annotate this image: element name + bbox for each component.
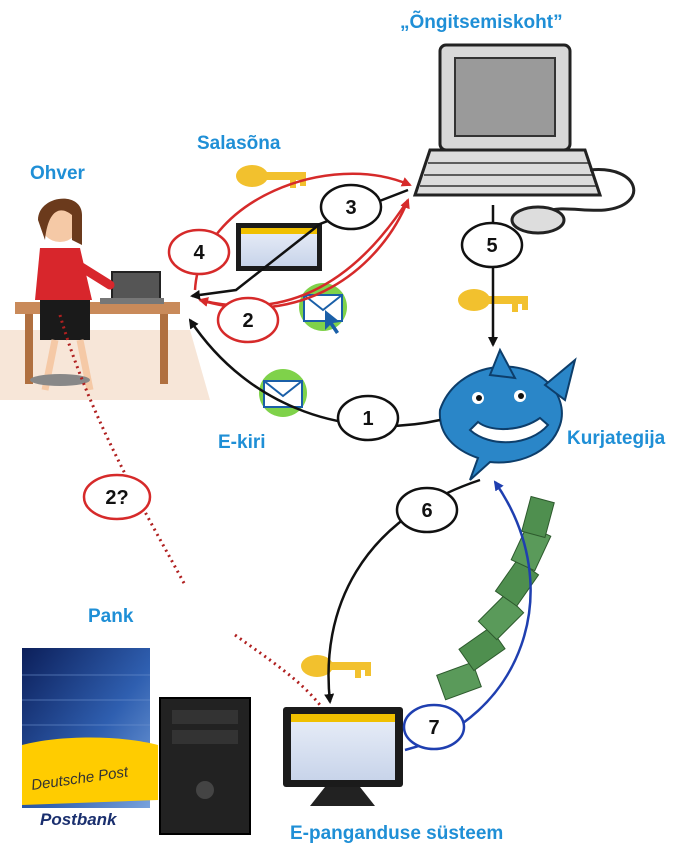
key-icon-bank xyxy=(301,655,371,678)
phishing-site-label: „Õngitsemiskoht” xyxy=(400,12,563,33)
shark-icon xyxy=(438,347,577,481)
step-2q-label: 2? xyxy=(105,487,128,509)
dotted-line-to-monitor xyxy=(234,633,322,706)
bank-sign-bottom: Postbank xyxy=(40,810,118,829)
arrow-step-1 xyxy=(188,318,441,428)
step-7-badge: 7 xyxy=(402,703,466,751)
browser-window-icon xyxy=(236,223,322,271)
step-6-label: 6 xyxy=(421,500,432,522)
step-3-label: 3 xyxy=(345,197,356,219)
step-1-label: 1 xyxy=(362,408,373,430)
victim-label: Ohver xyxy=(30,163,85,184)
step-2q-badge: 2? xyxy=(82,473,152,521)
computer-icon xyxy=(412,43,636,235)
ebanking-monitor xyxy=(283,707,403,806)
step-2-badge: 2 xyxy=(216,296,280,344)
server-icon xyxy=(159,697,251,835)
bank-label: Pank xyxy=(88,606,134,627)
key-icon-stolen xyxy=(458,289,528,312)
bank-building: Deutsche Post Postbank xyxy=(22,648,158,829)
key-icon-password xyxy=(236,165,306,188)
email-click-icon xyxy=(299,283,347,334)
money-icon xyxy=(436,495,555,701)
step-7-label: 7 xyxy=(428,717,439,739)
step-2-label: 2 xyxy=(242,310,253,332)
step-4-badge: 4 xyxy=(167,228,231,276)
ebanking-label: E-panganduse süsteem xyxy=(290,823,504,844)
step-5-label: 5 xyxy=(486,235,497,257)
step-6-badge: 6 xyxy=(395,486,459,534)
step-1-badge: 1 xyxy=(336,394,400,442)
password-label: Salasõna xyxy=(197,133,281,154)
step-4-label: 4 xyxy=(193,242,205,264)
step-3-badge: 3 xyxy=(319,183,383,231)
victim-illustration xyxy=(0,198,210,400)
dotted-line-victim-bank xyxy=(58,314,187,586)
criminal-label: Kurjategija xyxy=(567,428,666,449)
email-label: E-kiri xyxy=(218,432,266,453)
step-5-badge: 5 xyxy=(460,221,524,269)
